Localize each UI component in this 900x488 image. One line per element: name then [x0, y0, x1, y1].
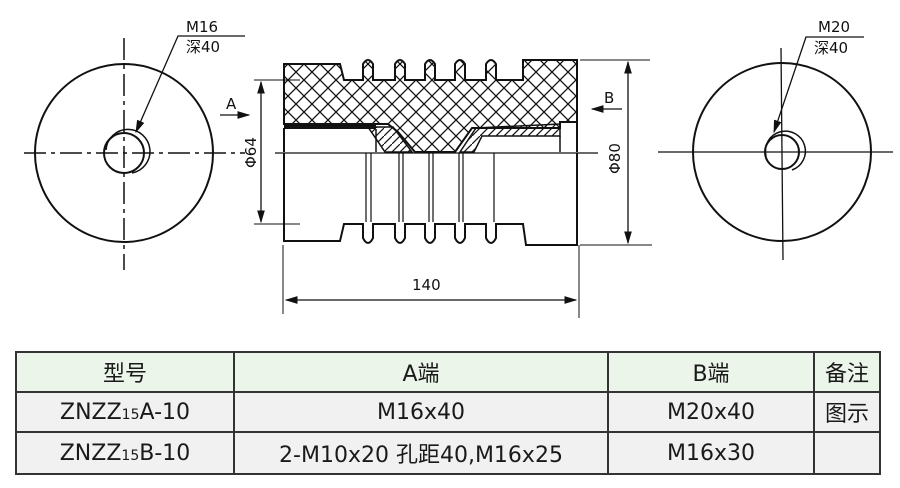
header-end-a: A端: [233, 351, 609, 393]
right-end-view: M20 深40: [658, 18, 893, 261]
technical-drawing: M16 深40 Φ64 A: [24, 18, 893, 318]
end-b-label: B: [604, 89, 614, 107]
table-header-row: 型号 A端 B端 备注: [15, 351, 881, 393]
header-note: 备注: [813, 351, 881, 393]
cell-end-a: 2-M10x20 孔距40,M16x25: [233, 431, 609, 475]
right-depth-label: 深40: [814, 39, 848, 57]
end-a-label: A: [226, 95, 237, 113]
header-model: 型号: [15, 351, 235, 393]
cell-model: ZNZZ15A-10: [15, 391, 235, 433]
cell-end-b: M20x40: [607, 391, 815, 433]
table-row: ZNZZ15A-10 M16x40 M20x40 图示: [15, 391, 881, 433]
length-label: 140: [412, 276, 441, 294]
cell-note: 图示: [813, 391, 881, 433]
spec-table: 型号 A端 B端 备注 ZNZZ15A-10 M16x40 M20x40 图示 …: [15, 351, 881, 475]
table-row: ZNZZ15B-10 2-M10x20 孔距40,M16x25 M16x30: [15, 431, 881, 475]
header-end-b: B端: [607, 351, 815, 393]
diameter-a-label: Φ64: [242, 137, 260, 168]
right-thread-label: M20: [818, 18, 850, 36]
left-end-view: M16 深40: [24, 18, 245, 270]
side-view: Φ64 A Φ80 B 140: [220, 59, 652, 318]
cell-model: ZNZZ15B-10: [15, 431, 235, 475]
cell-note: [813, 431, 881, 475]
cell-end-b: M16x30: [607, 431, 815, 475]
diameter-b-label: Φ80: [606, 143, 624, 174]
cell-end-a: M16x40: [233, 391, 609, 433]
left-thread-label: M16: [186, 18, 218, 36]
left-depth-label: 深40: [186, 38, 220, 56]
